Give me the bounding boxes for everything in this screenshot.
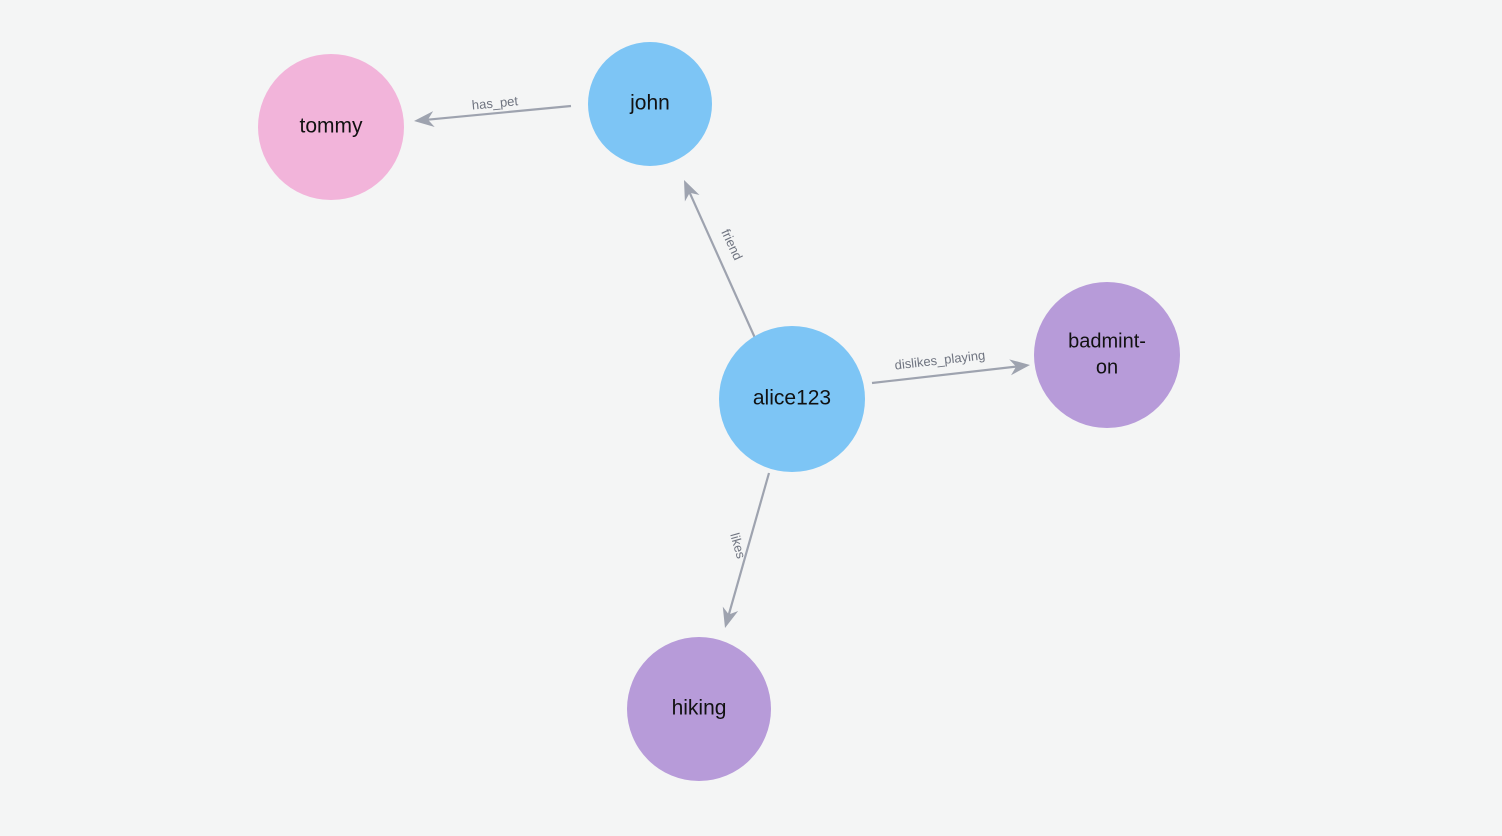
edge-label: likes bbox=[727, 531, 749, 561]
graph-edge[interactable]: likes bbox=[722, 472, 771, 628]
edge-arrowhead bbox=[414, 111, 435, 128]
graph-node-alice123[interactable]: alice123 bbox=[719, 326, 865, 472]
graph-edge[interactable]: dislikes_playing bbox=[871, 347, 1030, 385]
node-circle[interactable] bbox=[719, 326, 865, 472]
edge-line bbox=[424, 104, 572, 122]
edge-line bbox=[726, 472, 771, 618]
edge-arrowhead bbox=[722, 606, 739, 628]
node-circle[interactable] bbox=[588, 42, 712, 166]
graph-edge[interactable]: friend bbox=[684, 180, 757, 339]
graph-node-badminton[interactable]: badmint-on bbox=[1034, 282, 1180, 428]
nodes-layer: tommy john alice123 badmint-on hiking bbox=[258, 42, 1180, 781]
edge-label: has_pet bbox=[471, 93, 519, 112]
edge-label: dislikes_playing bbox=[894, 347, 986, 372]
edge-label: friend bbox=[718, 227, 745, 263]
graph-edge[interactable]: has_pet bbox=[414, 93, 572, 128]
node-circle[interactable] bbox=[627, 637, 771, 781]
edge-line bbox=[687, 189, 757, 339]
graph-node-john[interactable]: john bbox=[588, 42, 712, 166]
node-circle[interactable] bbox=[1034, 282, 1180, 428]
node-circle[interactable] bbox=[258, 54, 404, 200]
edge-arrowhead bbox=[684, 180, 700, 202]
edge-line bbox=[871, 365, 1020, 385]
graph-node-hiking[interactable]: hiking bbox=[627, 637, 771, 781]
edge-arrowhead bbox=[1009, 359, 1030, 376]
graph-node-tommy[interactable]: tommy bbox=[258, 54, 404, 200]
